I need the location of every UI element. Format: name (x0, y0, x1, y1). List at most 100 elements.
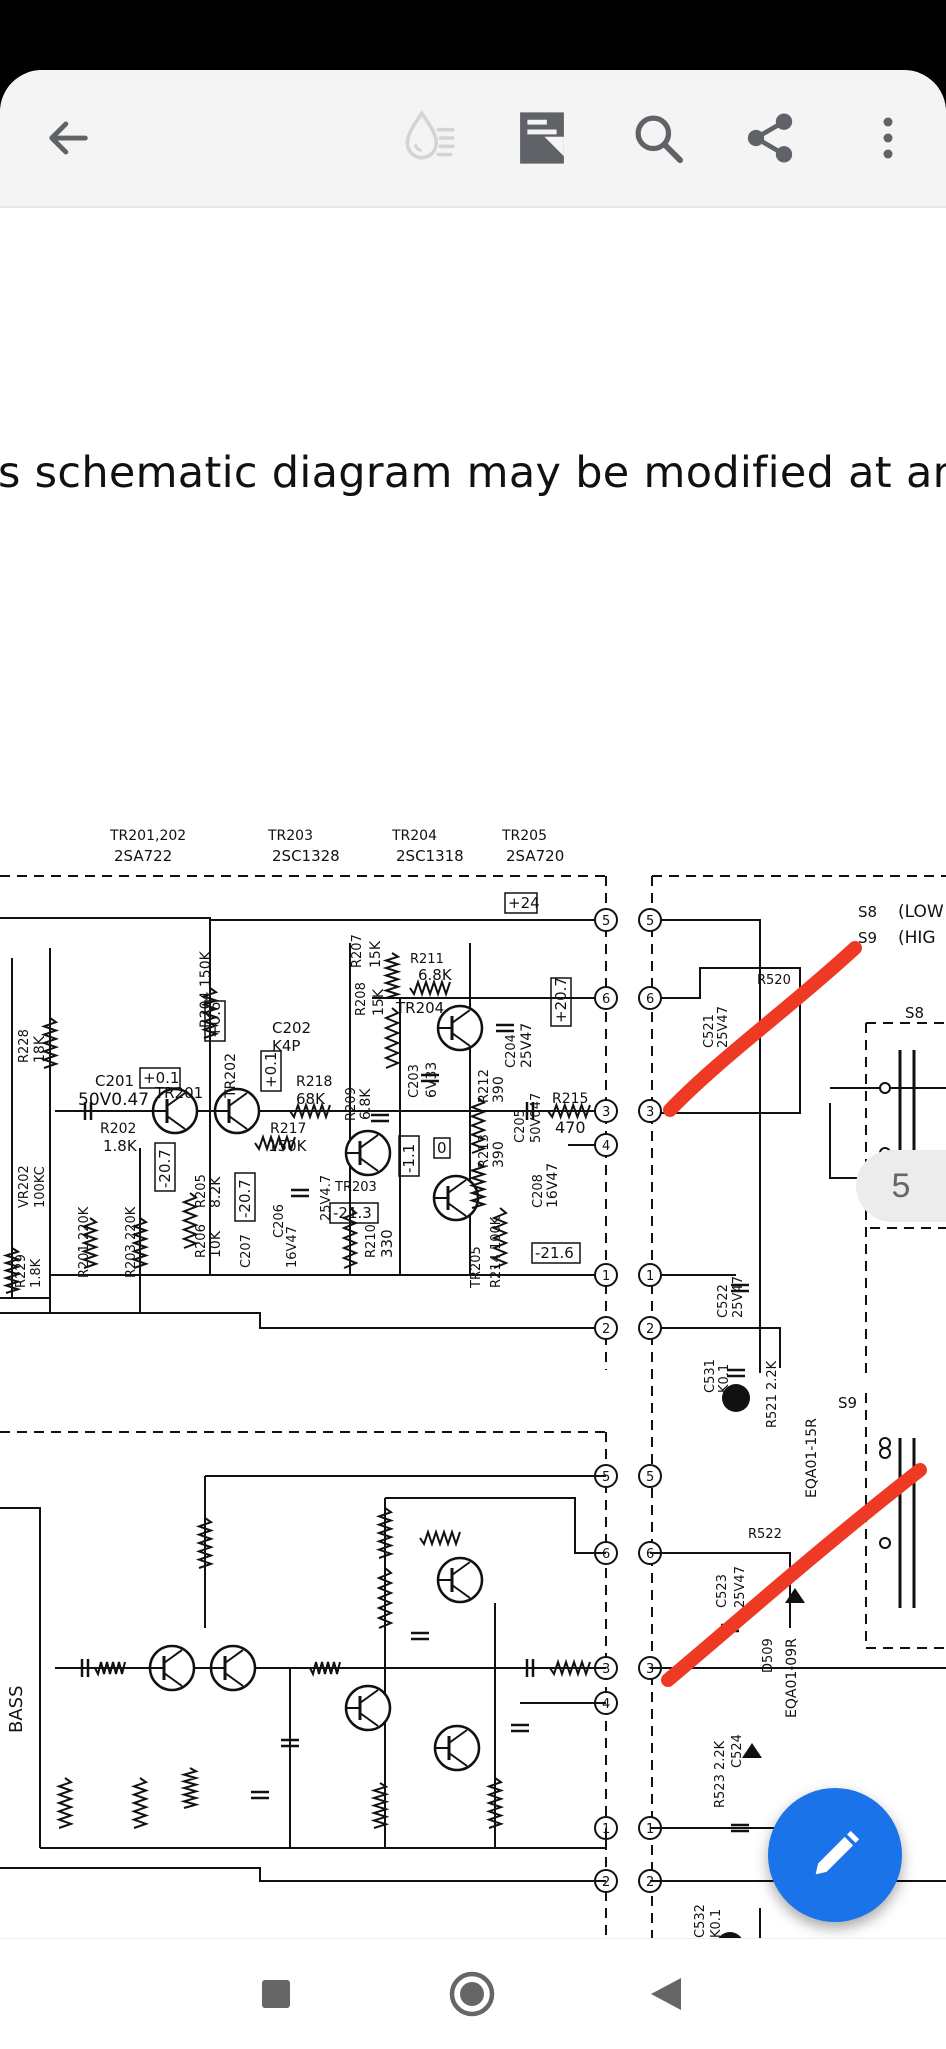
resistor-symbol (376, 1567, 394, 1629)
c-marker-label: C (724, 1937, 735, 1938)
component-label: C203 (407, 1064, 422, 1098)
terminal-label: 4 (602, 1697, 610, 1712)
voltage-box (234, 1172, 256, 1222)
terminal-label: 3 (646, 1105, 654, 1120)
resistor-symbol (547, 1101, 591, 1121)
voltage-label: +0.6 (206, 1002, 224, 1038)
share-icon (747, 113, 793, 163)
switch-contact (879, 1082, 891, 1094)
component-label: R202 (100, 1121, 136, 1137)
wire (0, 1867, 606, 1882)
page-indicator: 5 (856, 1150, 946, 1222)
component-label: 50V047 (529, 1093, 544, 1143)
component-label: C532 (693, 1904, 708, 1938)
transistor-lead (447, 1202, 467, 1217)
component-label: R522 (748, 1527, 782, 1542)
component-label: R206 (194, 1224, 209, 1258)
circle-home-icon (449, 1971, 495, 2017)
resistor-symbol (200, 987, 220, 1039)
transistor-ref-label: TR204 (391, 828, 437, 844)
component-label: R207 (350, 934, 365, 968)
terminal-label: 5 (602, 1470, 610, 1485)
component-label: 25V4.7 (319, 1175, 334, 1221)
wire (40, 1828, 607, 1849)
diode-symbol (785, 1588, 805, 1603)
transistor-lead (359, 1134, 379, 1149)
nav-back-button[interactable] (631, 1959, 701, 2029)
component-label: C522 (716, 1284, 731, 1318)
voltage-label: +0.1 (262, 1052, 280, 1088)
component-label: R205 (194, 1174, 209, 1208)
component-label: K0.1 (717, 1364, 732, 1393)
switch-label: (LOW (898, 902, 944, 922)
more-options-button[interactable] (848, 98, 928, 178)
component-label: R520 (757, 973, 791, 988)
search-button[interactable] (618, 98, 698, 178)
resistor-symbol (94, 1661, 126, 1677)
terminal-label: 3 (646, 1662, 654, 1677)
transistor-ref-label: TR203 (267, 828, 313, 844)
resistor-symbol (549, 1658, 591, 1678)
resistor-symbol (468, 1162, 488, 1209)
transistor-lead (228, 1092, 248, 1107)
transistor-part-label: 2SA720 (506, 847, 564, 865)
component-label: C524 (730, 1734, 745, 1768)
component-label: R203 220K (124, 1206, 139, 1278)
component-label: 1.8K (103, 1137, 138, 1155)
page-heading: s schematic diagram may be modified at a… (0, 448, 946, 498)
wire (759, 1908, 761, 1938)
transistor-lead (451, 1561, 471, 1576)
recents-button[interactable] (241, 1959, 311, 2029)
share-button[interactable] (730, 98, 810, 178)
transistor-lead (166, 1115, 186, 1130)
component-label: C204 (504, 1034, 519, 1068)
terminal-label: 2 (602, 1322, 610, 1337)
component-label: R212 (477, 1069, 492, 1103)
resistor-symbol (2, 1247, 22, 1294)
transistor-lead (359, 1689, 379, 1704)
wire (0, 1507, 41, 1848)
resistor-symbol (130, 1217, 150, 1269)
home-button[interactable] (437, 1959, 507, 2029)
ink-button[interactable] (388, 98, 468, 178)
component-label: 50V0.47 (78, 1090, 149, 1110)
resistor-symbol (491, 1207, 509, 1269)
resistor-symbol (181, 1192, 199, 1249)
resistor-symbol (485, 1777, 505, 1829)
voltage-box (433, 1137, 451, 1159)
back-button[interactable] (28, 98, 108, 178)
transistor-part-label: 2SA722 (114, 847, 172, 865)
voltage-label: +20.7 (552, 977, 570, 1023)
voltage-box (398, 1135, 420, 1177)
triangle-back-icon (651, 1978, 681, 2010)
switch-label: (HIG (898, 928, 936, 948)
component-label: 330 (378, 1229, 396, 1258)
terminal-circle (638, 1263, 662, 1287)
edit-fab-button[interactable] (768, 1788, 902, 1922)
voltage-box (531, 1242, 581, 1264)
document-page[interactable]: s schematic diagram may be modified at a… (0, 208, 946, 1938)
component-label: 15K (368, 940, 384, 968)
terminal-circle (638, 986, 662, 1010)
terminal-label: 3 (602, 1662, 610, 1677)
component-label: R218 (296, 1074, 332, 1090)
component-label: R217 (270, 1121, 306, 1137)
component-label: TR205 (469, 1246, 484, 1289)
component-label: 1.8K (29, 1258, 44, 1288)
terminal-label: 5 (602, 914, 610, 929)
resistor-symbol (289, 1101, 331, 1121)
reader-mode-icon (520, 112, 564, 164)
more-vertical-icon (883, 117, 893, 159)
wire (650, 967, 801, 1114)
component-label: 25V47 (733, 1566, 748, 1608)
component-label: R210 (364, 1224, 379, 1258)
terminal-label: 6 (602, 1547, 610, 1562)
component-label: EQA01-15R (804, 1418, 820, 1498)
transistor-ref-label: TR205 (501, 828, 547, 844)
transistor-part-label: 2SC1328 (272, 847, 340, 865)
terminal-label: 6 (646, 992, 654, 1007)
transistor-lead (166, 1092, 186, 1107)
search-icon (635, 115, 684, 164)
reader-mode-button[interactable] (502, 98, 582, 178)
diode-symbol (742, 1743, 762, 1758)
